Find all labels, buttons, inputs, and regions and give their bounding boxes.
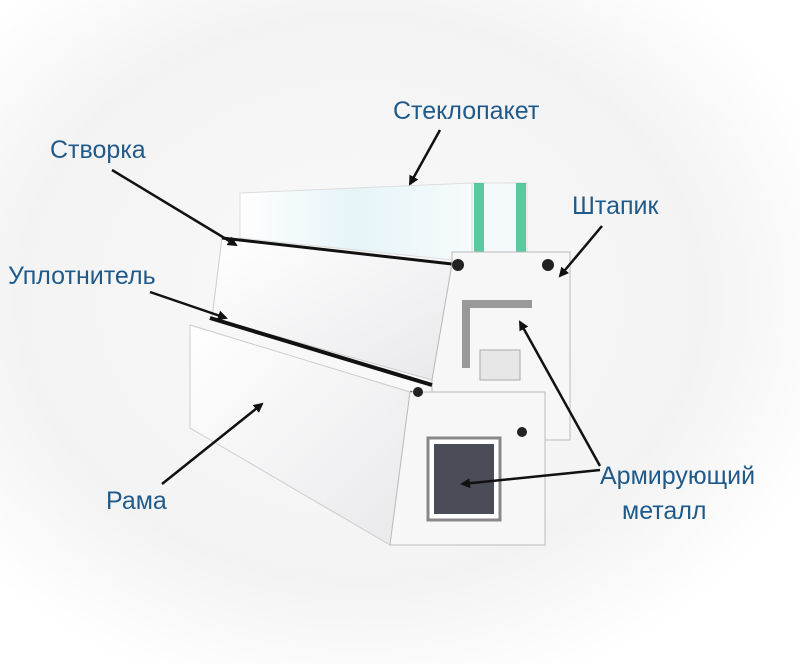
label-sash: Створка [50,136,146,164]
arrow-sash [111,168,238,247]
seal [209,316,433,387]
reinforcement-steel [434,444,494,514]
arrow-frame [161,402,264,485]
label-reinforcement-line1: Армирующий [600,462,756,490]
arrow-glass-unit [408,129,442,186]
arrow-seal [149,290,228,321]
arrow-reinforcement-sash [518,320,602,467]
label-glazing-bead: Штапик [572,192,659,220]
label-reinforcement-line2: металл [622,497,707,525]
label-glass-unit: Стеклопакет [393,97,540,125]
label-frame: Рама [106,487,167,515]
arrow-glazing-bead [558,225,603,278]
sash [211,236,571,441]
leader-arrows [111,129,603,489]
label-seal: Уплотнитель [8,262,156,290]
arrow-reinforcement-frame [460,468,601,489]
